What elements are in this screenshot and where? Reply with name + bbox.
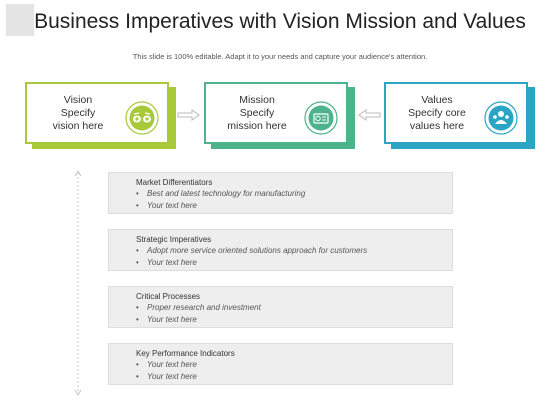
page-subtitle: This slide is 100% editable. Adapt it to…: [132, 52, 428, 61]
section-title: Market Differentiators: [136, 178, 213, 187]
team-icon: [484, 101, 518, 135]
bullet-item: •Your text here: [136, 360, 197, 369]
section-key-performance-indicators: Key Performance Indicators •Your text he…: [108, 343, 453, 385]
bullet-item: •Proper research and investment: [136, 303, 261, 312]
bullet-text: Your text here: [147, 360, 197, 369]
bullet-text: Proper research and investment: [147, 303, 261, 312]
mission-card[interactable]: Mission Specify mission here: [204, 82, 348, 144]
section-strategic-imperatives: Strategic Imperatives •Adopt more servic…: [108, 229, 453, 271]
values-card-text: Values Specify core values here: [392, 94, 482, 133]
section-title: Critical Processes: [136, 292, 201, 301]
eye-icon: [125, 101, 159, 135]
bullet-text: Your text here: [147, 315, 197, 324]
section-title: Strategic Imperatives: [136, 235, 212, 244]
bullet-item: •Your text here: [136, 201, 197, 210]
values-line1: Specify core: [408, 107, 466, 119]
bullet-text: Adopt more service oriented solutions ap…: [147, 246, 368, 255]
vision-line2: vision here: [52, 120, 104, 132]
vision-card-text: Vision Specify vision here: [33, 94, 123, 133]
mission-heading: Mission: [239, 94, 275, 106]
arrow-right-icon: [177, 109, 200, 121]
section-market-differentiators: Market Differentiators •Best and latest …: [108, 172, 453, 214]
bullet-text: Your text here: [147, 258, 197, 267]
vision-line1: Specify: [60, 107, 96, 119]
arrow-left-icon: [358, 109, 381, 121]
vision-heading: Vision: [63, 94, 93, 106]
mission-line2: mission here: [227, 120, 287, 132]
target-icon: [304, 101, 338, 135]
vision-card[interactable]: Vision Specify vision here: [25, 82, 169, 144]
values-line2: values here: [409, 120, 465, 132]
values-heading: Values: [421, 94, 453, 106]
page-title: Business Imperatives with Vision Mission…: [34, 10, 526, 33]
bullet-item: •Adopt more service oriented solutions a…: [136, 246, 368, 255]
bullet-item: •Your text here: [136, 315, 197, 324]
bullet-item: •Best and latest technology for manufact…: [136, 189, 306, 198]
section-critical-processes: Critical Processes •Proper research and …: [108, 286, 453, 328]
mission-line1: Specify: [239, 107, 275, 119]
values-card[interactable]: Values Specify core values here: [384, 82, 528, 144]
bullet-text: Your text here: [147, 201, 197, 210]
corner-decoration: [6, 4, 34, 36]
bullet-text: Your text here: [147, 372, 197, 381]
mission-card-text: Mission Specify mission here: [212, 94, 302, 133]
bullet-item: •Your text here: [136, 258, 197, 267]
vertical-double-arrow: [74, 170, 82, 396]
bullet-text: Best and latest technology for manufactu…: [147, 189, 306, 198]
bullet-item: •Your text here: [136, 372, 197, 381]
section-title: Key Performance Indicators: [136, 349, 235, 358]
